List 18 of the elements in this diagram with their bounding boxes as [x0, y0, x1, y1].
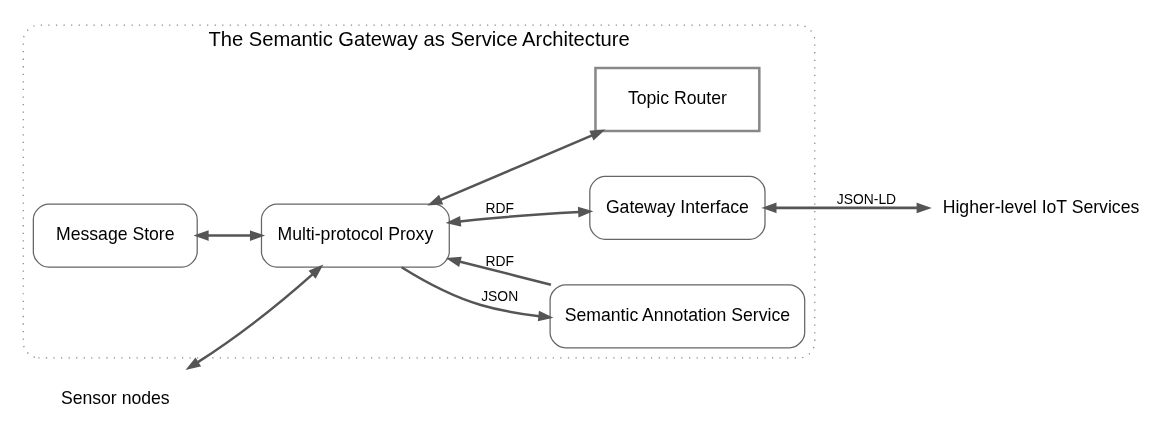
edge-label: RDF	[485, 199, 514, 216]
node-text: Higher-level IoT Services	[942, 196, 1140, 217]
arrow	[185, 264, 324, 370]
node-box: Message Store	[32, 203, 198, 268]
arrow	[193, 230, 266, 241]
node-box: Topic Router	[594, 66, 761, 133]
arrow	[427, 129, 606, 206]
node-box: Gateway Interface	[589, 175, 766, 240]
node-text: Sensor nodes	[60, 388, 170, 409]
node-box: Multi-protocol Proxy	[260, 203, 450, 268]
node-box: Semantic Annotation Service	[549, 284, 806, 349]
arrow	[445, 206, 594, 227]
arrow	[761, 202, 932, 214]
edge-label: RDF	[485, 252, 514, 269]
edge-label: JSON-LD	[836, 190, 897, 207]
edge-label: JSON	[481, 287, 519, 304]
arrow	[445, 256, 552, 286]
arrow	[400, 266, 554, 322]
